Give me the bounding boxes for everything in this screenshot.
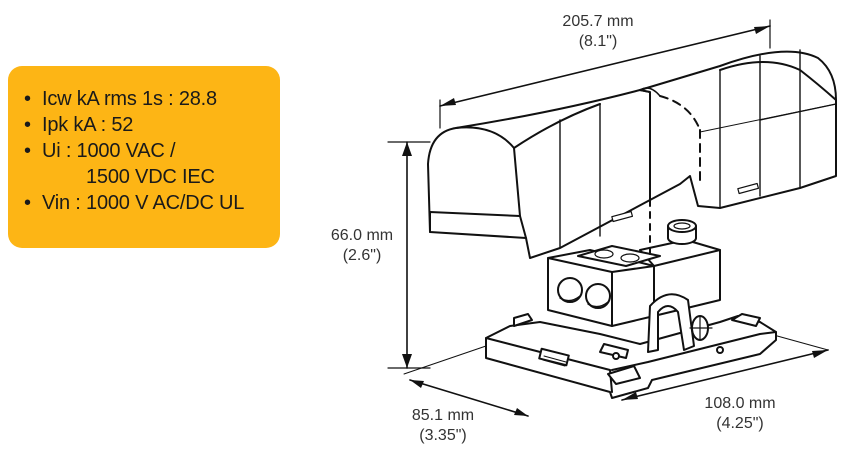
spec-vin: •Vin : 1000 V AC/DC UL xyxy=(24,192,245,214)
specs-list: •Icw kA rms 1s : 28.8 •Ipk kA : 52 •Ui :… xyxy=(24,86,266,216)
terminal-block-front xyxy=(547,249,655,327)
spec-icw: •Icw kA rms 1s : 28.8 xyxy=(24,88,217,110)
cover-left xyxy=(427,89,651,259)
height-dimension-label: 66.0 mm (2.6") xyxy=(330,227,394,264)
busbar-top xyxy=(577,245,661,267)
spec-ui-continued: 1500 VDC IEC xyxy=(86,166,215,188)
specs-box: •Icw kA rms 1s : 28.8 •Ipk kA : 52 •Ui :… xyxy=(8,66,280,248)
base-plate xyxy=(485,313,777,399)
length-dimension-label: 205.7 mm (8.1") xyxy=(562,13,634,50)
cover-right xyxy=(639,49,837,257)
width-dimension-label: 85.1 mm (3.35") xyxy=(411,407,475,444)
depth-dimension-line xyxy=(621,333,829,401)
width-dimension-line xyxy=(403,345,529,417)
length-dimension-line xyxy=(439,19,771,129)
spec-ipk: •Ipk kA : 52 xyxy=(24,114,134,136)
depth-dimension-label: 108.0 mm (4.25") xyxy=(704,395,776,432)
spec-ui: •Ui : 1000 VAC / xyxy=(24,140,176,162)
mounting-clamp xyxy=(647,293,713,353)
